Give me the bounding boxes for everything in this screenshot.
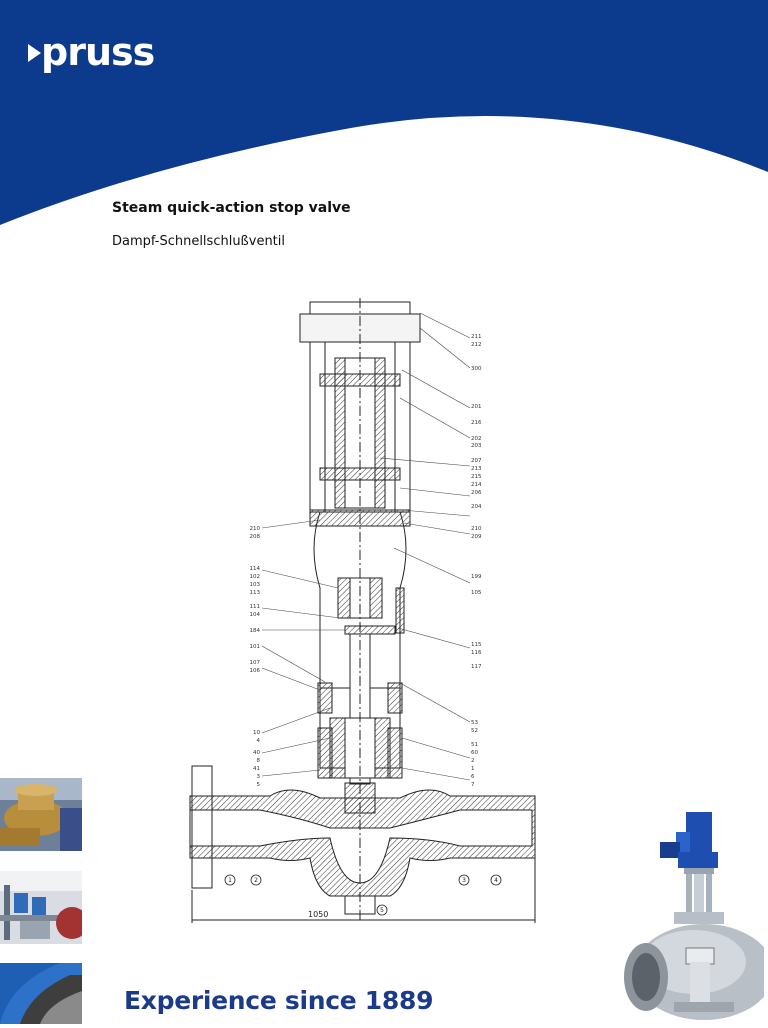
- callout-label: 107: [250, 660, 261, 666]
- technical-drawing-svg: 1 2 3 4 5 1050 211 212 300 201 216 202 2…: [189, 298, 536, 923]
- callout-label: 199: [471, 574, 482, 580]
- document-title-german: Dampf-Schnellschlußventil: [112, 234, 285, 249]
- callout-label: 1: [471, 766, 475, 772]
- circle-markers: [224, 874, 502, 916]
- callout-label: 215: [471, 474, 482, 480]
- callout-label: 209: [471, 534, 482, 540]
- slogan: Experience since 1889: [124, 986, 434, 1015]
- actuated-valve-product-photo: [614, 812, 768, 1024]
- callout-label: 213: [471, 466, 482, 472]
- callouts-left: 210 208 114 102 103 113 111 104 184 101 …: [250, 526, 261, 788]
- callout-label: 204: [471, 504, 482, 510]
- callout-label: 117: [471, 664, 482, 670]
- callout-label: 3: [257, 774, 261, 780]
- logo-arrow-icon: [28, 44, 41, 62]
- callout-label: 4: [257, 738, 261, 744]
- callout-label: 111: [250, 604, 261, 610]
- callout-label: 202: [471, 436, 482, 442]
- valve-photo-thumbnail: [0, 778, 82, 851]
- circle-marker-label: 5: [380, 907, 384, 914]
- header-wave: [0, 0, 768, 225]
- header-banner: [0, 0, 768, 240]
- callout-label: 116: [471, 650, 482, 656]
- callout-label: 114: [250, 566, 261, 572]
- callout-label: 103: [250, 582, 261, 588]
- callout-label: 40: [253, 750, 260, 756]
- valve-technical-drawing: 1 2 3 4 5 1050 211 212 300 201 216 202 2…: [180, 298, 540, 923]
- callout-label: 60: [471, 750, 478, 756]
- callout-label: 104: [250, 612, 261, 618]
- flange-photo-thumbnail: [0, 963, 82, 1024]
- callout-label: 105: [471, 590, 482, 596]
- callout-label: 210: [471, 526, 482, 532]
- callout-label: 10: [253, 730, 260, 736]
- callout-label: 300: [471, 366, 482, 372]
- callout-label: 201: [471, 404, 482, 410]
- callout-label: 211: [471, 334, 482, 340]
- callout-label: 101: [250, 644, 261, 650]
- callout-label: 206: [471, 490, 482, 496]
- callout-label: 8: [257, 758, 261, 764]
- callout-label: 52: [471, 728, 478, 734]
- callout-label: 184: [250, 628, 261, 634]
- plant-photo-thumbnail: [0, 871, 82, 944]
- pruss-logo: pruss: [28, 30, 155, 74]
- callout-label: 216: [471, 420, 482, 426]
- circle-marker-label: 3: [462, 877, 466, 884]
- callout-label: 210: [250, 526, 261, 532]
- callout-label: 2: [471, 758, 475, 764]
- circle-marker-label: 1: [228, 877, 232, 884]
- callout-label: 106: [250, 668, 261, 674]
- callout-label: 41: [253, 766, 260, 772]
- callout-label: 5: [257, 782, 261, 788]
- callout-label: 7: [471, 782, 475, 788]
- callout-label: 208: [250, 534, 261, 540]
- callout-label: 53: [471, 720, 478, 726]
- callout-label: 115: [471, 642, 482, 648]
- logo-text: pruss: [41, 30, 155, 74]
- circle-marker-label: 4: [494, 877, 498, 884]
- callout-label: 6: [471, 774, 475, 780]
- callout-label: 207: [471, 458, 482, 464]
- callout-label: 214: [471, 482, 482, 488]
- callout-label: 212: [471, 342, 482, 348]
- document-title-english: Steam quick-action stop valve: [112, 200, 351, 216]
- callouts-right: 211 212 300 201 216 202 203 207 213 215 …: [471, 334, 482, 788]
- callout-label: 113: [250, 590, 261, 596]
- callout-label: 102: [250, 574, 261, 580]
- callout-label: 51: [471, 742, 478, 748]
- dimension-label: 1050: [308, 910, 328, 919]
- callout-label: 203: [471, 443, 482, 449]
- circle-marker-label: 2: [254, 877, 258, 884]
